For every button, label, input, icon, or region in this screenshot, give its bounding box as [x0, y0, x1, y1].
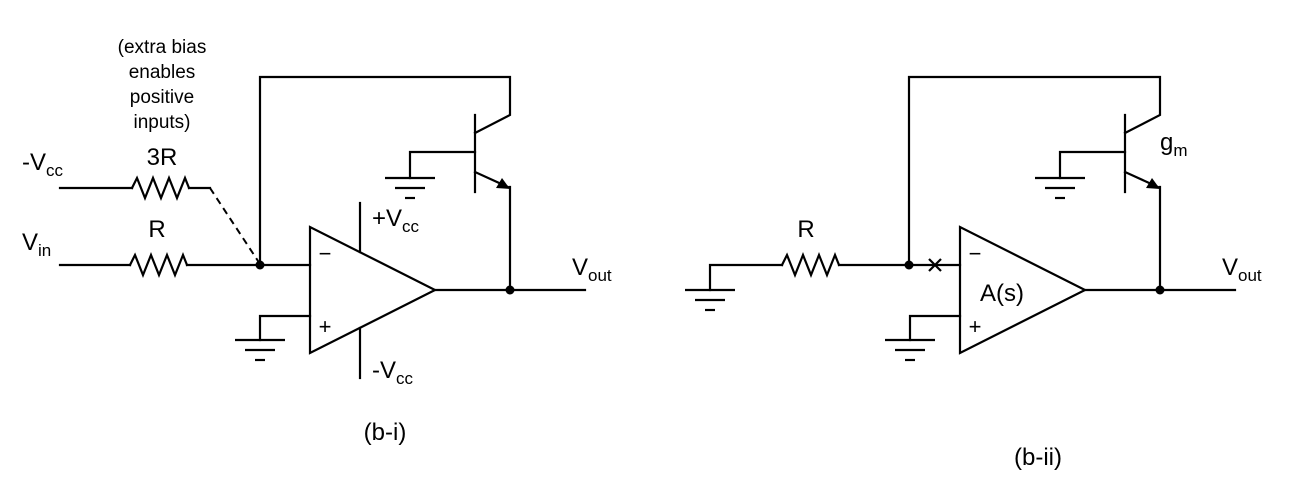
- vin-label: Vin: [22, 229, 51, 260]
- ground-symbol-opamp-b-ii: [885, 338, 935, 362]
- transistor-b-i: [408, 113, 510, 194]
- resistor-3r-label: 3R: [147, 144, 178, 171]
- opamp-gain-label: A(s): [980, 280, 1024, 307]
- ground-symbol-base-b-ii: [1035, 176, 1085, 200]
- opamp-b-ii: [958, 225, 1088, 355]
- break-point-x-mark: [928, 258, 942, 272]
- transistor-emitter-arrow-b-ii: [1146, 178, 1160, 189]
- note-line-1: (extra bias: [118, 37, 207, 58]
- vout-label-b-ii: Vout: [1222, 254, 1262, 285]
- transistor-base-wire-b-ii: [1058, 150, 1127, 180]
- opamp-noninverting-sign: +: [319, 314, 332, 339]
- output-node-junction-b-ii: [1155, 285, 1165, 295]
- opamp-b-i: [308, 225, 438, 355]
- ground-symbol-opamp-b-i: [235, 338, 285, 362]
- circuit-b-ii: R − + A(s): [685, 75, 1262, 471]
- ground-symbol-base-b-i: [385, 176, 435, 200]
- resistor-3r: [130, 175, 191, 201]
- caption-b-i: (b-i): [364, 419, 407, 446]
- neg-vcc-input-label: -Vcc: [22, 149, 64, 180]
- note-line-3: positive: [130, 87, 194, 108]
- note-line-2: enables: [129, 62, 196, 83]
- input-ground-wire: [708, 263, 784, 292]
- opamp-inverting-sign: −: [319, 241, 332, 266]
- note-line-4: inputs): [133, 112, 190, 133]
- noninverting-input-wire: [258, 314, 312, 342]
- resistor-r-b-ii: [780, 252, 841, 278]
- vout-label-b-i: Vout: [572, 254, 612, 285]
- transistor-b-ii: [1058, 113, 1160, 194]
- opamp-inverting-sign-b-ii: −: [969, 241, 982, 266]
- resistor-r-label-b-ii: R: [797, 216, 814, 243]
- transistor-base-wire: [408, 150, 477, 180]
- bias-note: (extra bias enables positive inputs): [118, 37, 207, 133]
- caption-b-ii: (b-ii): [1014, 444, 1062, 471]
- opamp-noninverting-sign-b-ii: +: [969, 314, 982, 339]
- transistor-gm-label: gm: [1160, 129, 1188, 160]
- transistor-emitter-arrow: [496, 178, 510, 189]
- output-node-junction: [505, 285, 515, 295]
- resistor-r: [128, 252, 189, 278]
- feedback-wire: [258, 75, 512, 267]
- bias-dashed-link: [209, 187, 261, 265]
- opamp-neg-supply-label: -Vcc: [372, 357, 414, 388]
- resistor-r-label: R: [148, 216, 165, 243]
- circuit-b-i: (extra bias enables positive inputs) -Vc…: [22, 37, 612, 446]
- ground-symbol-input-b-ii: [685, 288, 735, 312]
- noninverting-input-wire-b-ii: [908, 314, 962, 342]
- opamp-pos-supply-label: +Vcc: [372, 205, 420, 236]
- feedback-wire-b-ii: [907, 75, 1162, 267]
